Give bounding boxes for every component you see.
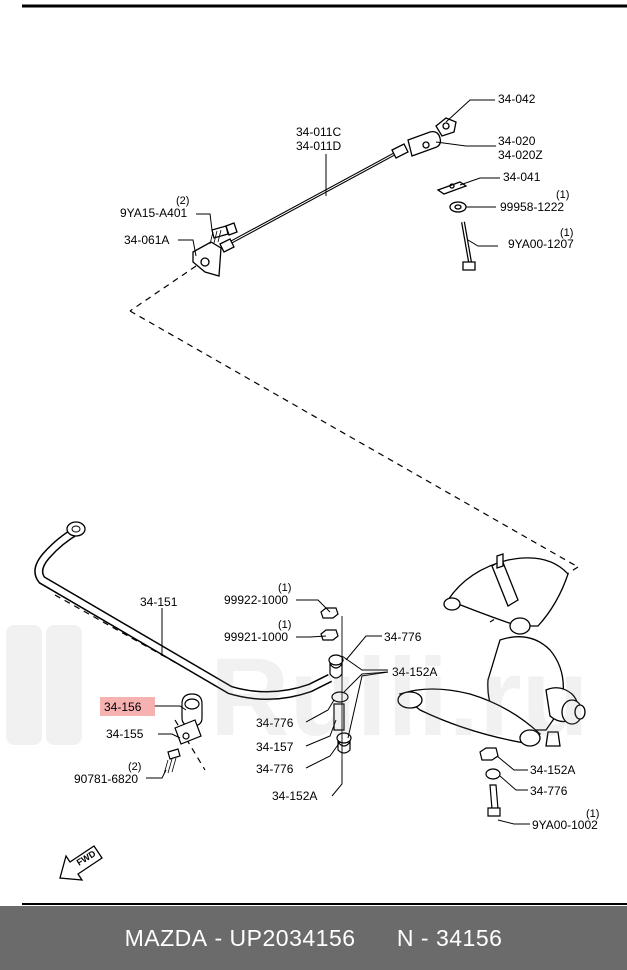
footer-part-number: UP2034156 — [229, 924, 356, 951]
link-assembly — [320, 607, 352, 760]
upper-assembly — [192, 117, 476, 277]
upper-leaders — [178, 99, 500, 257]
footer-sep-1: - — [207, 924, 230, 951]
qty-9ya00-top: (1) — [560, 227, 573, 239]
lower-leaders — [146, 599, 530, 825]
label-34-776-a: 34-776 — [384, 630, 422, 644]
control-arm — [397, 553, 586, 747]
fwd-arrow-icon: FWD — [59, 845, 103, 881]
highlight-34-156 — [100, 697, 155, 716]
qty-99958: (1) — [556, 189, 569, 201]
label-34-152a-a: 34-152A — [392, 665, 437, 679]
label-9ya00-1002: 9YA00-1002 — [532, 818, 598, 832]
qty-9ya00-bot: (1) — [586, 808, 599, 820]
label-9ya15-a401: 9YA15-A401 — [120, 206, 187, 220]
label-34-776-b: 34-776 — [256, 716, 294, 730]
qty-9ya15: (2) — [176, 195, 189, 207]
qty-99922: (1) — [278, 582, 291, 594]
label-34-151: 34-151 — [140, 595, 178, 609]
label-90781-6820: 90781-6820 — [74, 772, 138, 786]
label-34-020z: 34-020Z — [498, 148, 543, 162]
label-34-042: 34-042 — [498, 92, 536, 106]
footer-bar: MAZDA - UP2034156 N - 34156 — [0, 906, 627, 970]
label-34-155: 34-155 — [106, 727, 144, 741]
label-9ya00-1207: 9YA00-1207 — [508, 237, 574, 251]
stabilizer-bar — [34, 521, 333, 700]
lower-bolt-parts — [479, 747, 501, 817]
qty-99921: (1) — [278, 619, 291, 631]
label-34-152a-b: 34-152A — [272, 789, 317, 803]
label-34-776-d: 34-776 — [530, 784, 568, 798]
label-34-157: 34-157 — [256, 740, 294, 754]
footer-ref: N - 34156 — [396, 924, 503, 951]
label-34-152a-c: 34-152A — [530, 763, 575, 777]
bushing-assembly — [163, 693, 203, 775]
label-34-156: 34-156 — [104, 700, 142, 714]
label-99922-1000: 99922-1000 — [224, 593, 288, 607]
label-99921-1000: 99921-1000 — [224, 630, 288, 644]
footer-brand: MAZDA — [124, 924, 208, 951]
part-labels: 34-042 34-011C 34-011D 34-020 34-020Z 34… — [74, 92, 599, 832]
qty-90781: (2) — [128, 761, 141, 773]
label-34-011c: 34-011C — [296, 125, 341, 139]
label-34-041: 34-041 — [503, 170, 541, 184]
label-34-776-c: 34-776 — [256, 762, 294, 776]
label-34-011d: 34-011D — [296, 139, 341, 153]
label-34-061a: 34-061A — [124, 233, 169, 247]
label-99958-1222: 99958-1222 — [500, 200, 564, 214]
footer-gap — [356, 925, 397, 952]
label-34-020: 34-020 — [498, 134, 536, 148]
